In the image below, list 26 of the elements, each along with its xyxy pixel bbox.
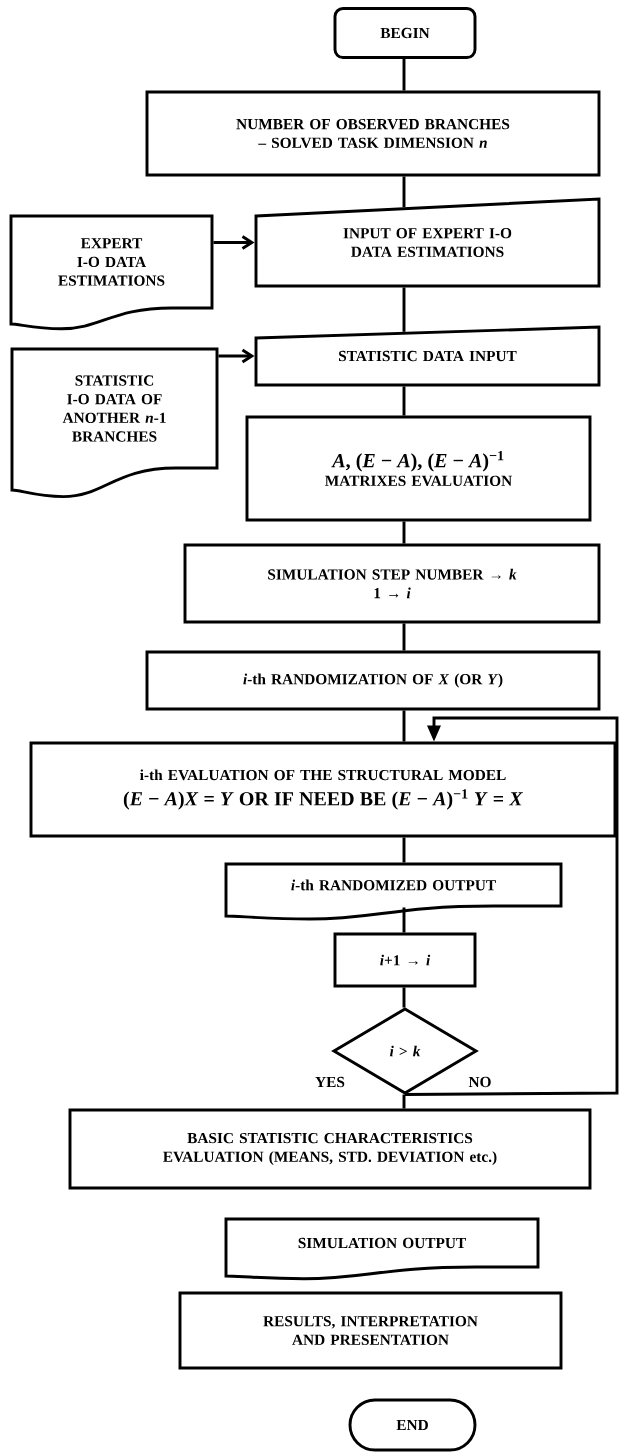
connector-line bbox=[402, 1094, 406, 1109]
process-box: NUMBER OF OBSERVED BRANCHES – SOLVED TASK DIMENSION n bbox=[145, 90, 601, 177]
connector-line bbox=[402, 287, 406, 332]
manual-input-box: INPUT OF EXPERT I-O DATA ESTIMATIONS bbox=[254, 197, 601, 288]
process-box: A, (E − A), (E − A)$^{−1}$ MATRIXES EVALUATION bbox=[245, 415, 592, 522]
terminal-box: END bbox=[348, 1398, 477, 1452]
process-box: i-th EVALUATION OF THE STRUCTURAL MODEL (E − A)X = Y OR IF NEED BE (E − A)$^{−1}$ Y = X bbox=[29, 741, 617, 838]
manual-input-box: STATISTIC DATA INPUT bbox=[254, 325, 601, 387]
process-box: RESULTS, INTERPRETATION AND PRESENTATION bbox=[178, 1291, 563, 1370]
connector-line bbox=[402, 521, 406, 544]
connector-line bbox=[402, 987, 406, 1008]
process-box: SIMULATION STEP NUMBER → k 1 → i bbox=[183, 543, 601, 624]
process-box: i+1 → i bbox=[333, 932, 477, 988]
connector-line bbox=[402, 623, 406, 651]
connector-line bbox=[402, 59, 406, 91]
connector-line bbox=[402, 176, 406, 208]
connector-line bbox=[402, 386, 406, 416]
connector-line bbox=[402, 710, 406, 742]
process-box: i-th RANDOMIZATION OF X (OR Y) bbox=[145, 650, 601, 711]
connector-line bbox=[402, 907, 406, 933]
process-box: BASIC STATISTIC CHARACTERISTICS EVALUATION (MEANS, STD. DEVIATION etc.) bbox=[68, 1108, 592, 1190]
connector-line bbox=[402, 837, 406, 863]
terminal-box: BEGIN bbox=[333, 7, 477, 59]
arrow bbox=[405, 716, 619, 1096]
arrow bbox=[213, 235, 255, 250]
arrow bbox=[218, 348, 255, 364]
